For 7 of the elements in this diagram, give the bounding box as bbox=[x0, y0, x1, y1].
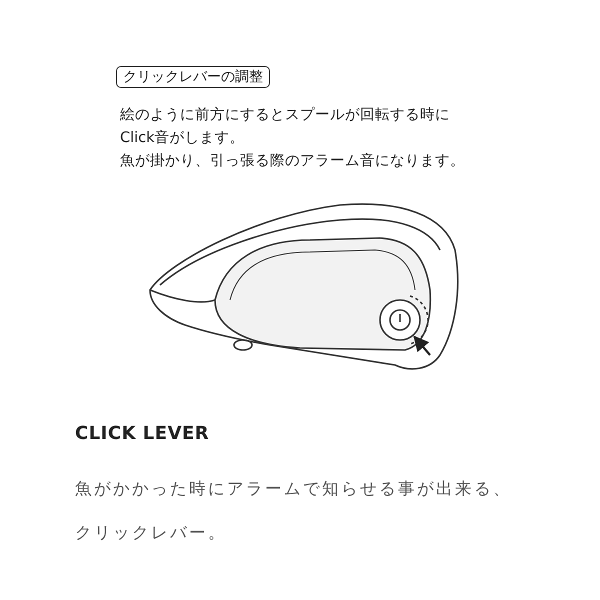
click-lever-knob bbox=[379, 299, 421, 341]
arrow bbox=[413, 336, 431, 356]
heading-box: クリックレバーの調整 bbox=[116, 66, 270, 88]
instruction-text: 絵のように前方にするとスプールが回転する時にClick音がします。 bbox=[120, 106, 451, 148]
description-text: 魚がかかった時にアラームで知らせる事が出来る、クリックレバー。 bbox=[75, 478, 513, 544]
section-title: CLICK LEVER bbox=[75, 423, 210, 444]
instruction-text: 魚が掛かり、引っ張る際のアラーム音になります。 bbox=[120, 152, 466, 171]
